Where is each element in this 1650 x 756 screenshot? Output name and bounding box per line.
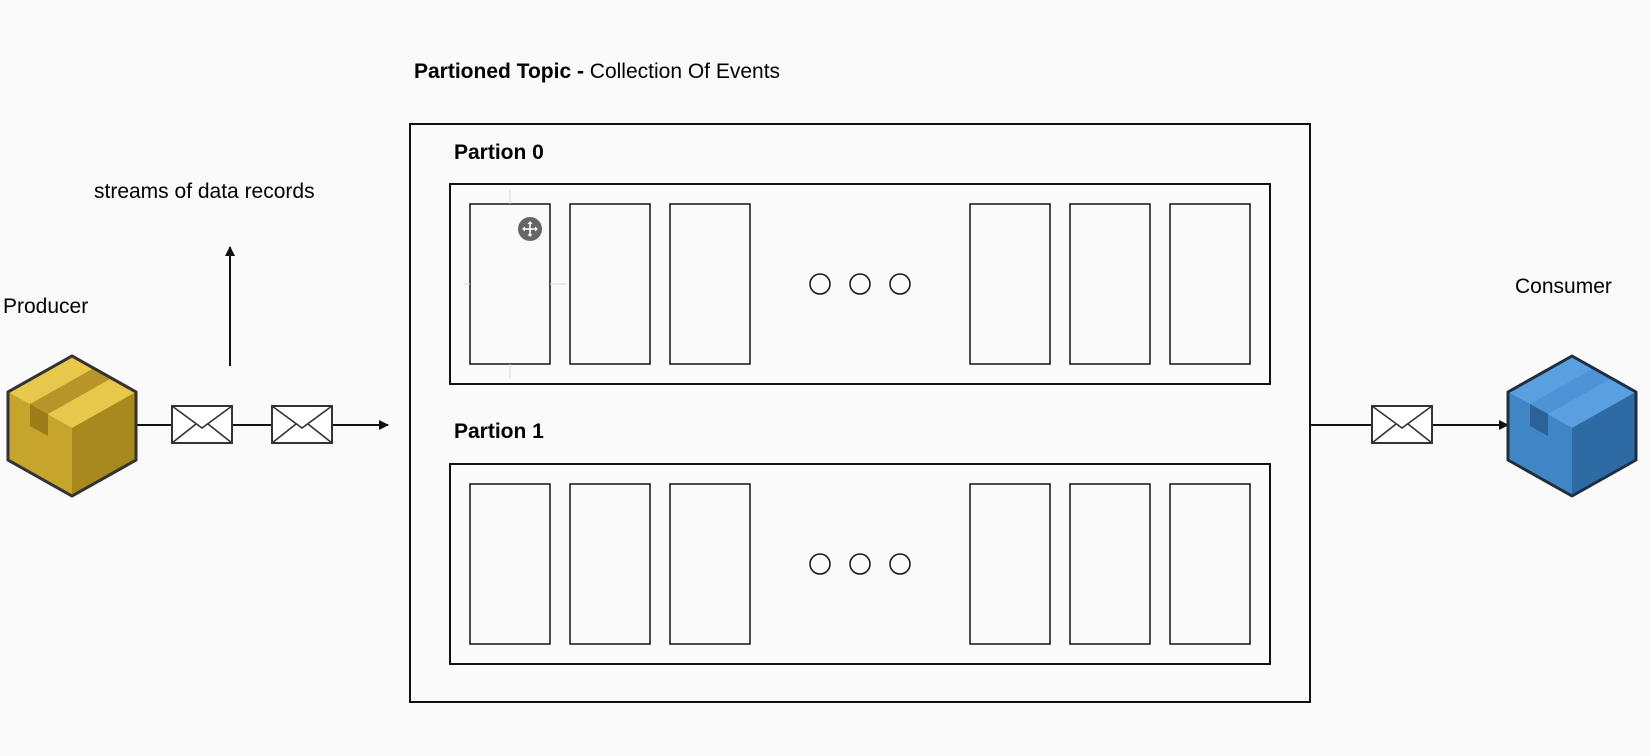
partition-1-records <box>469 483 1251 645</box>
topic-container <box>409 123 1311 703</box>
topic-title-bold: Partioned Topic - <box>414 60 584 83</box>
record-cell[interactable] <box>969 203 1051 365</box>
consumer-box-icon[interactable] <box>1506 354 1638 498</box>
partition-0-records <box>469 203 1251 365</box>
record-cell[interactable] <box>1069 203 1151 365</box>
record-cell[interactable] <box>669 483 751 645</box>
record-cell[interactable] <box>1169 203 1251 365</box>
consumer-label: Consumer <box>1515 275 1612 298</box>
record-cell[interactable] <box>669 203 751 365</box>
record-cell[interactable] <box>569 483 651 645</box>
record-cell[interactable] <box>469 483 551 645</box>
record-cell[interactable] <box>1169 483 1251 645</box>
record-cell[interactable] <box>569 203 651 365</box>
partition-1-ellipsis-icon <box>809 553 911 575</box>
partition-0-label: Partion 0 <box>454 141 544 164</box>
move-cursor-icon <box>518 217 542 241</box>
envelope-icon <box>171 405 233 444</box>
selection-guides <box>464 190 566 378</box>
producer-label: Producer <box>3 295 89 318</box>
topic-title: Partioned Topic - Collection Of Events <box>414 60 780 84</box>
partition-1-container <box>449 463 1271 665</box>
envelope-icon <box>271 405 333 444</box>
partition-0-container <box>449 183 1271 385</box>
record-cell[interactable] <box>969 483 1051 645</box>
annotation-label: streams of data records <box>94 180 315 203</box>
partition-1-label: Partion 1 <box>454 420 544 443</box>
producer-box-icon[interactable] <box>6 354 138 498</box>
topic-title-rest: Collection Of Events <box>583 60 781 83</box>
partition-0-ellipsis-icon <box>809 273 911 295</box>
record-cell[interactable] <box>1069 483 1151 645</box>
envelope-icon <box>1371 405 1433 444</box>
